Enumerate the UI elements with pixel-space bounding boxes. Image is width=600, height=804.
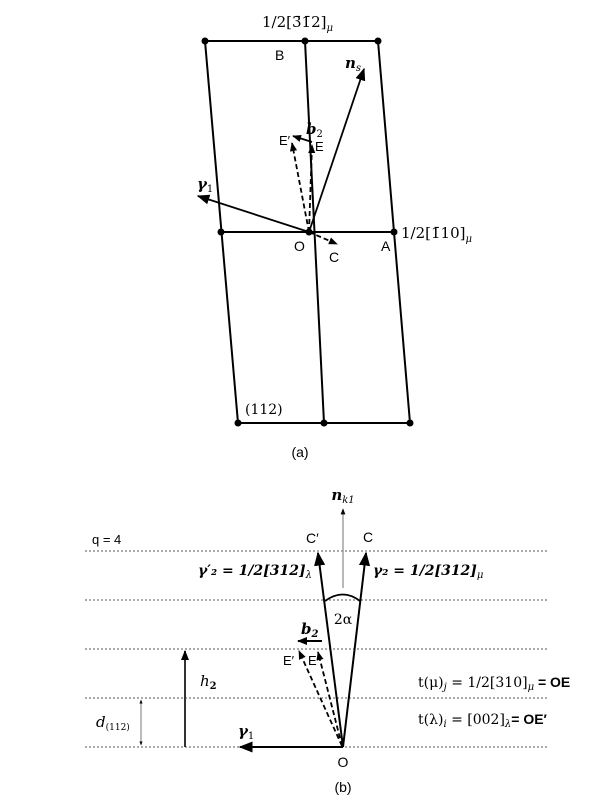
point-c-label: C <box>329 249 339 265</box>
caption-b: (b) <box>334 779 351 795</box>
top-direction-label: 1/2[3̄1̄2]μ <box>262 13 333 34</box>
right-direction-label: 1/2[1̄10]μ <box>401 224 472 245</box>
gamma2-vector <box>342 551 371 748</box>
b2-label-b: b2 <box>301 620 319 640</box>
nk1-label: nk1 <box>331 486 354 506</box>
q-label: q = 4 <box>92 532 121 547</box>
point-e-label-b: E <box>308 653 317 668</box>
ns-vector <box>308 67 366 233</box>
caption-a: (a) <box>291 444 308 460</box>
t-mu-equation: t(μ)j = 1/2[310]μ = OE <box>418 674 570 693</box>
h2-label: h2 <box>200 672 217 692</box>
point-c-prime-label: C′ <box>306 530 319 546</box>
oe-prime-vector <box>289 142 310 233</box>
lattice-grid <box>201 37 414 427</box>
gamma2-prime-vector <box>314 551 344 748</box>
point-e-prime-label-b: E′ <box>283 653 295 668</box>
gamma2-label: γ₂ = 1/2[312]μ <box>373 563 483 581</box>
gamma1-vector <box>196 194 310 233</box>
atomic-planes <box>85 550 548 748</box>
point-b-label: B <box>275 47 284 63</box>
oe-prime-vector-b <box>298 650 343 747</box>
b2-label: b2 <box>306 120 323 140</box>
b2-vector <box>292 135 313 143</box>
d112-label: d(112) <box>96 713 130 733</box>
angle-arc <box>324 593 361 602</box>
plane-label: (112) <box>245 402 283 418</box>
point-e-label: E <box>315 139 324 154</box>
oc-vector <box>308 231 338 245</box>
panel-a: 1/2[3̄1̄2]μ 1/2[1̄10]μ B O A C E′ E ns b… <box>196 13 472 460</box>
point-a-label: A <box>381 238 391 254</box>
point-e-prime-label: E′ <box>279 133 291 148</box>
gamma2-prime-label: γ′₂ = 1/2[312]λ <box>198 563 312 581</box>
panel-b: q = 4 nk1 C′ C γ′₂ = 1/2[312]λ γ₂ = 1/2[… <box>85 486 570 795</box>
point-o-label-b: O <box>338 754 349 770</box>
t-lambda-equation: t(λ)i = [002]λ= OE′ <box>418 711 548 730</box>
point-o-label: O <box>294 238 305 254</box>
point-c-label-b: C <box>363 529 373 545</box>
gamma1-label-b: γ1 <box>238 722 254 742</box>
ns-label: ns <box>345 54 361 74</box>
angle-label: 2α <box>334 612 353 628</box>
gamma1-label: γ1 <box>197 175 213 195</box>
oe-vector-b <box>316 651 343 747</box>
oe-vector <box>308 144 316 233</box>
